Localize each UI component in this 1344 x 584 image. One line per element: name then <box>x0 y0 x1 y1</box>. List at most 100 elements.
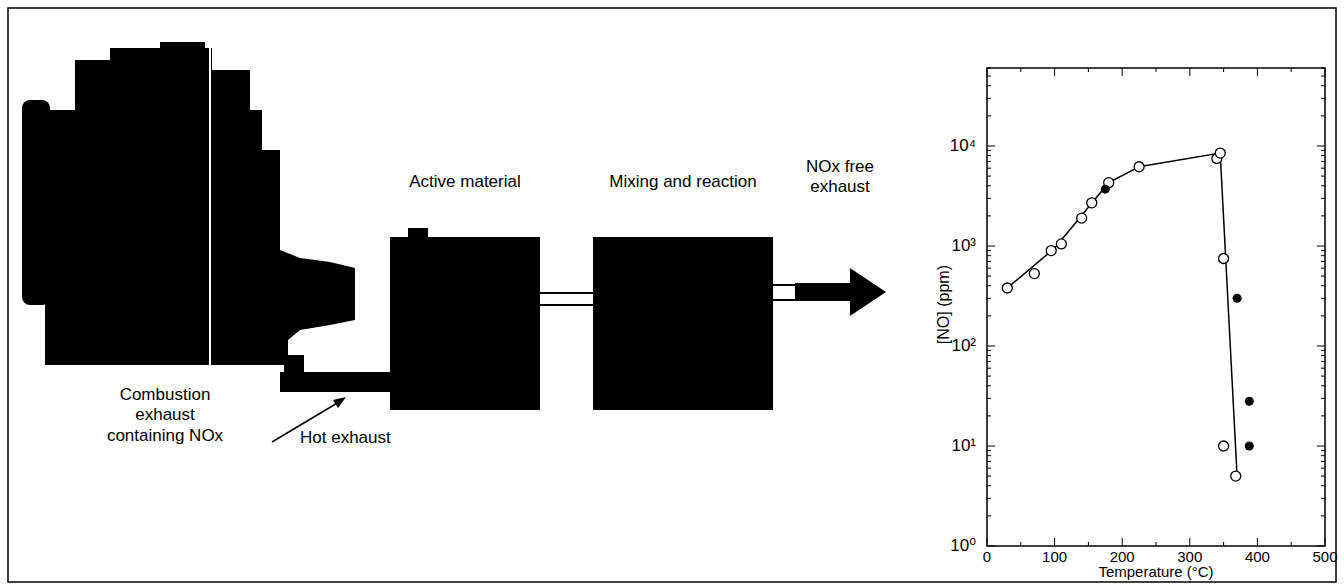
chart-stroke <box>987 268 991 269</box>
chart-stroke <box>987 298 991 299</box>
chart-stroke <box>987 98 991 99</box>
chart-stroke <box>987 68 988 76</box>
chart-stroke <box>987 246 995 247</box>
chart-stroke <box>987 355 991 356</box>
chart-stroke <box>987 85 991 86</box>
chart-stroke <box>987 176 991 177</box>
chart-stroke <box>987 150 991 151</box>
chart-stroke <box>1321 168 1325 169</box>
chart-stroke <box>1189 68 1190 76</box>
chart-stroke <box>1321 485 1325 486</box>
filled-point <box>1245 442 1254 451</box>
chart-stroke <box>1088 68 1089 72</box>
exhaust-arrow <box>795 268 886 316</box>
unit-knob <box>408 228 428 238</box>
chart-stroke <box>1321 85 1325 86</box>
callout-label: Hot exhaust <box>300 428 391 448</box>
axis-tick: 10⁰ <box>950 536 976 556</box>
node-label: Mixing and reaction <box>608 172 758 192</box>
filled-point <box>1245 397 1254 406</box>
pipe-connector <box>356 372 390 392</box>
chart-stroke <box>1321 398 1325 399</box>
chart-stroke <box>1317 446 1325 447</box>
chart-stroke <box>987 185 991 186</box>
figure-frame <box>8 8 1336 582</box>
axis-tick: 500 <box>1312 549 1337 565</box>
chart-stroke <box>1321 285 1325 286</box>
chart-stroke <box>1321 515 1325 516</box>
chart-stroke <box>1325 538 1326 546</box>
chart-stroke <box>1321 376 1325 377</box>
chart-stroke <box>987 446 995 447</box>
chart-stroke <box>987 261 991 262</box>
chart-stroke <box>987 346 995 347</box>
line-chart <box>987 68 1325 546</box>
chart-stroke <box>987 385 991 386</box>
chart-stroke <box>1054 538 1055 546</box>
open-point <box>1219 441 1229 451</box>
chart-stroke <box>1321 98 1325 99</box>
axis-title: [NO] (ppm) <box>934 265 953 344</box>
chart-stroke <box>1088 542 1089 546</box>
chart-stroke <box>1020 542 1021 546</box>
axis-tick: 200 <box>1110 549 1135 565</box>
chart-stroke <box>1317 346 1325 347</box>
chart-stroke <box>987 76 991 77</box>
chart-stroke <box>1321 450 1325 451</box>
chart-stroke <box>987 415 991 416</box>
chart-stroke <box>987 168 991 169</box>
chart-stroke <box>1321 261 1325 262</box>
chart-stroke <box>987 455 991 456</box>
axis-tick: 300 <box>1177 549 1202 565</box>
chart-stroke <box>1321 415 1325 416</box>
chart-stroke <box>1321 176 1325 177</box>
chart-stroke <box>1321 115 1325 116</box>
chart-stroke <box>987 68 991 69</box>
chart-stroke <box>1122 68 1123 76</box>
chart-stroke <box>1321 385 1325 386</box>
chart-stroke <box>1321 198 1325 199</box>
chart-stroke <box>1321 250 1325 251</box>
chart-stroke <box>987 368 991 369</box>
chart-stroke <box>1321 315 1325 316</box>
open-point <box>1002 283 1012 293</box>
chart-stroke <box>1321 355 1325 356</box>
chart-stroke <box>1321 368 1325 369</box>
axis-tick: 10² <box>951 336 976 356</box>
chart-stroke <box>1223 68 1224 72</box>
chart-stroke <box>1020 68 1021 72</box>
open-point <box>1046 246 1056 256</box>
chart-stroke <box>987 546 995 547</box>
axis-tick: 400 <box>1245 549 1270 565</box>
chart-stroke <box>1156 68 1157 72</box>
open-point <box>1029 269 1039 279</box>
open-point <box>1087 198 1097 208</box>
chart-stroke <box>987 376 991 377</box>
engine-silhouette <box>22 42 356 392</box>
engine-unit: Combustion exhaust containing NOx <box>25 40 356 435</box>
chart-stroke <box>1291 68 1292 72</box>
chart-stroke <box>1321 161 1325 162</box>
active-material-unit: Active material <box>390 170 540 410</box>
chart-stroke <box>987 285 991 286</box>
open-point <box>1056 239 1066 249</box>
chart-stroke <box>1317 146 1325 147</box>
chart-stroke <box>1321 455 1325 456</box>
open-point <box>1134 162 1144 172</box>
chart-stroke <box>987 155 991 156</box>
axis-tick: 0 <box>983 549 991 565</box>
output-label: NOx free exhaust <box>794 157 886 198</box>
chart-stroke <box>1189 538 1190 546</box>
filled-point <box>1233 294 1242 303</box>
chart-stroke <box>1291 542 1292 546</box>
chart-stroke <box>1321 276 1325 277</box>
open-point <box>1077 213 1087 223</box>
chart-stroke <box>1321 350 1325 351</box>
chart-stroke <box>987 250 991 251</box>
chart-stroke <box>987 476 991 477</box>
chart-stroke <box>987 215 991 216</box>
chart-stroke <box>1054 68 1055 76</box>
chart-stroke <box>987 255 991 256</box>
chart-stroke <box>1321 461 1325 462</box>
